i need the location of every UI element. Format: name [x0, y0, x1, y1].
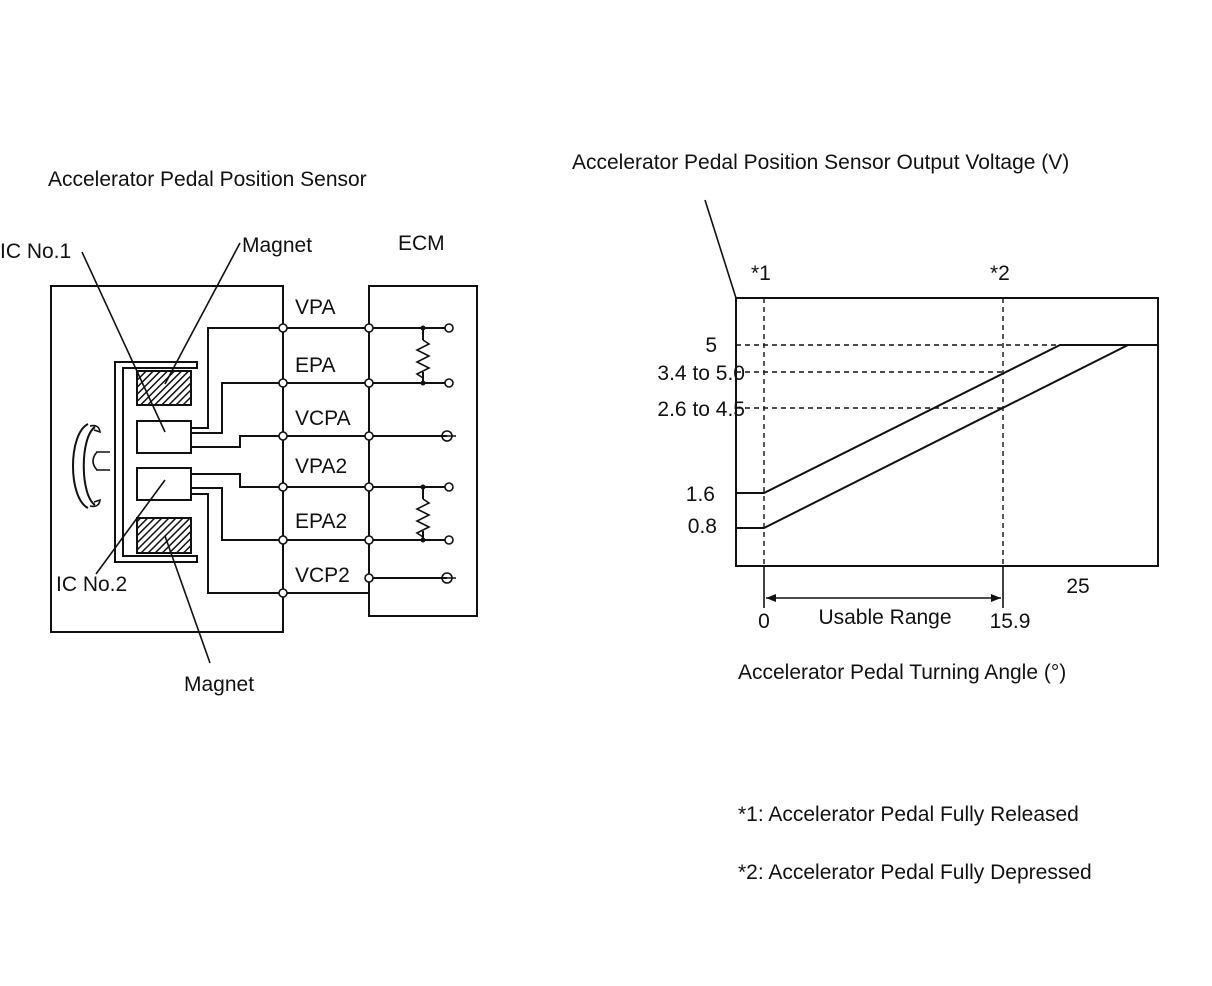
x-tick-label: 0	[758, 610, 770, 633]
ylabel-leader	[704, 199, 737, 299]
magnet-top	[136, 370, 192, 406]
vpa-output-line	[736, 344, 1158, 494]
marker-1: *1	[751, 262, 771, 285]
graph-xlabel: Accelerator Pedal Turning Angle (°)	[738, 661, 1066, 684]
terminal-label: EPA2	[295, 510, 347, 533]
circuit-diagram: Accelerator Pedal Position Sensor IC No.…	[0, 168, 478, 696]
x-tick-label: 25	[1066, 575, 1089, 598]
graph-ylabel: Accelerator Pedal Position Sensor Output…	[572, 151, 1069, 174]
resistor-icon	[415, 328, 431, 383]
usable-range-arrow	[766, 594, 1001, 602]
ecm-box	[368, 285, 478, 617]
y-tick-label: 1.6	[686, 483, 715, 506]
resistor-icon	[415, 487, 431, 540]
sensor-holder	[114, 361, 198, 563]
ic-no2	[136, 467, 192, 501]
ecm-label: ECM	[398, 232, 445, 255]
graph-frame	[735, 297, 1159, 567]
terminal-label: VCPA	[295, 407, 351, 430]
y-tick-label: 5	[705, 334, 717, 357]
output-voltage-graph: Accelerator Pedal Position Sensor Output…	[572, 151, 1159, 684]
y-tick-label: 2.6 to 4.5	[657, 398, 745, 421]
circuit-title: Accelerator Pedal Position Sensor	[48, 168, 367, 191]
ground-icon	[438, 430, 456, 442]
y-tick-label: 3.4 to 5.0	[657, 362, 745, 385]
marker-2: *2	[990, 262, 1010, 285]
magnet-top-leader	[164, 242, 241, 385]
vpa2-output-line	[736, 344, 1158, 529]
ic1-label: IC No.1	[0, 240, 71, 263]
ground-icon	[438, 572, 456, 584]
magnet-top-label: Magnet	[242, 234, 312, 257]
connector-nodes	[278, 323, 454, 598]
usable-range-label: Usable Range	[818, 606, 951, 629]
terminal-label: VPA	[295, 296, 335, 319]
terminal-label: VCP2	[295, 564, 350, 587]
note-depressed: *2: Accelerator Pedal Fully Depressed	[738, 861, 1092, 884]
magnet-bottom	[136, 517, 192, 554]
terminal-label: VPA2	[295, 455, 347, 478]
ic1-leader	[81, 251, 166, 433]
ic2-label: IC No.2	[56, 573, 127, 596]
sensor-wiring	[191, 327, 283, 594]
magnet-bottom-label: Magnet	[184, 673, 254, 696]
terminal-label: EPA	[295, 354, 335, 377]
ic2-leader	[95, 479, 166, 575]
note-released: *1: Accelerator Pedal Fully Released	[738, 803, 1079, 826]
x-tick-label: 15.9	[990, 610, 1031, 633]
rotation-arrow-icon	[72, 423, 110, 509]
y-tick-label: 0.8	[688, 515, 717, 538]
ic-no1	[136, 420, 192, 454]
sensor-housing	[50, 285, 284, 633]
magnet-bottom-leader	[164, 535, 211, 664]
